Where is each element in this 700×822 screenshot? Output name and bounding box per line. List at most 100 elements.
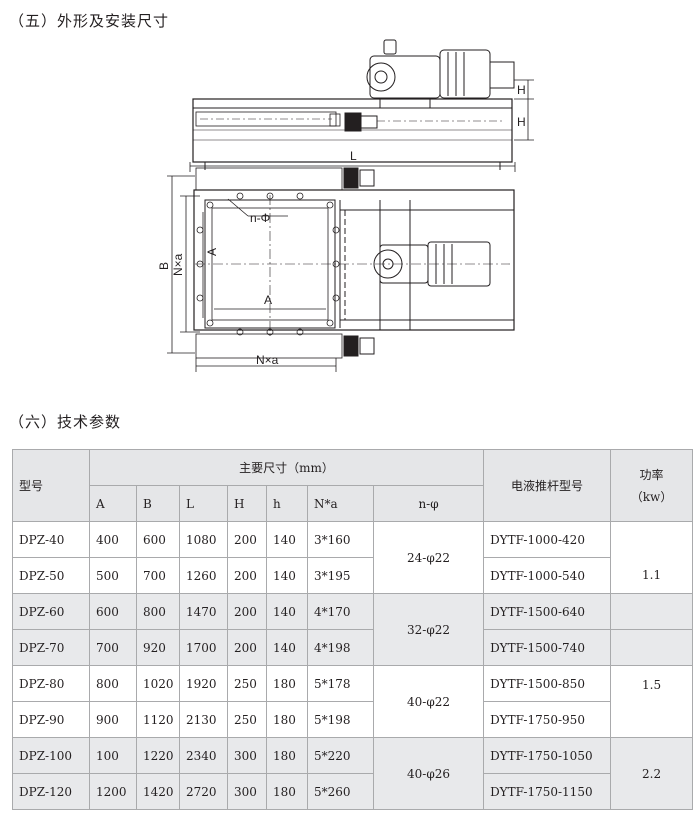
cell-h: 140 [266,629,308,666]
cell-B: 1220 [136,737,180,774]
cell-model: DPZ-50 [12,557,90,594]
cell-model: DPZ-100 [12,737,90,774]
dim-label-N-a-horizontal: N×a [256,353,279,367]
cell-B: 920 [136,629,180,666]
header-main-dims: 主要尺寸（mm） [88,449,485,486]
cell-model: DPZ-80 [12,665,90,702]
cell-L: 1700 [179,629,228,666]
cell-L: 1260 [179,557,228,594]
cell-actuator: DYTF-1750-1150 [483,773,612,810]
cell-L: 2720 [179,773,228,810]
header-col-Na: N*a [307,485,374,522]
cell-L: 2130 [179,701,228,738]
cell-model: DPZ-40 [12,521,90,558]
cell-power-empty [610,629,694,666]
cell-model: DPZ-70 [12,629,90,666]
cell-model: DPZ-90 [12,701,90,738]
cell-Na: 3*195 [307,557,374,594]
cell-h: 180 [266,701,308,738]
cell-Na: 4*170 [307,593,374,630]
cell-H: 200 [227,593,267,630]
header-col-B: B [136,485,180,522]
cell-power: 2.2 [610,737,694,810]
cell-n-phi: 24-φ22 [372,521,485,594]
cell-n-phi: 40-φ22 [372,665,485,738]
dim-label-H-upper: H [517,83,526,97]
table-row: DPZ-40 400 600 1080 200 140 3*160 24-φ22… [12,521,694,594]
table-row: DPZ-50 500 700 1260 200 140 3*195 DYTF-1… [12,557,693,594]
cell-A: 100 [89,737,137,774]
cell-actuator: DYTF-1000-420 [483,521,612,558]
dim-label-L: L [350,149,357,163]
cell-H: 200 [227,629,267,666]
cell-L: 1920 [179,665,228,702]
table-row: DPZ-60 600 800 1470 200 140 4*170 32-φ22… [12,593,694,666]
table-row: DPZ-120 1200 1420 2720 300 180 5*260 DYT… [12,773,693,810]
spec-table: 型号 主要尺寸（mm） 电液推杆型号 功率 （kw） A B L H h N*a… [12,449,694,810]
installation-drawing: H H L n-Φ B N×a A A N×a [157,39,534,372]
cell-actuator: DYTF-1750-1050 [483,737,612,774]
cell-Na: 4*198 [307,629,374,666]
table-row: DPZ-100 100 1220 2340 300 180 5*220 40-φ… [12,737,694,810]
header-col-n-phi: n-φ [372,485,485,522]
cell-actuator: DYTF-1500-740 [483,629,612,666]
cell-A: 800 [89,665,137,702]
dim-label-H-lower: H [517,115,526,129]
cell-model: DPZ-120 [12,773,90,810]
cell-A: 500 [89,557,137,594]
cell-h: 140 [266,557,308,594]
cell-power: 1.5 [610,665,694,738]
cell-H: 250 [227,701,267,738]
cell-L: 1470 [179,593,228,630]
cell-H: 250 [227,665,267,702]
cell-B: 1420 [136,773,180,810]
cell-h: 180 [266,737,308,774]
section-6-title: （六）技术参数 [9,413,122,431]
cell-Na: 5*220 [307,737,374,774]
cell-H: 200 [227,521,267,558]
cell-A: 400 [89,521,137,558]
cell-Na: 5*198 [307,701,374,738]
header-power: 功率 （kw） [610,449,694,522]
cell-actuator: DYTF-1500-850 [483,665,612,702]
cell-B: 1020 [136,665,180,702]
cell-H: 300 [227,773,267,810]
cell-h: 140 [266,521,308,558]
cell-h: 180 [266,665,308,702]
cell-h: 140 [266,593,308,630]
cell-B: 1120 [136,701,180,738]
cell-H: 200 [227,557,267,594]
cell-H: 300 [227,737,267,774]
cell-n-phi: 32-φ22 [372,593,485,666]
cell-power-empty [610,593,694,630]
dim-label-N-a-vertical: N×a [171,253,185,276]
dim-label-n-phi: n-Φ [250,211,270,225]
cell-model: DPZ-60 [12,593,90,630]
cell-h: 180 [266,773,308,810]
cell-L: 1080 [179,521,228,558]
table-row: DPZ-90 900 1120 2130 250 180 5*198 DYTF-… [12,701,693,738]
h-dimensions [514,79,534,141]
l-dimension [189,162,516,172]
cell-actuator: DYTF-1750-950 [483,701,612,738]
cell-B: 600 [136,521,180,558]
plan-view [193,167,515,359]
cell-actuator: DYTF-1500-640 [483,593,612,630]
cell-n-phi: 40-φ26 [372,737,485,810]
cell-A: 1200 [89,773,137,810]
cell-L: 2340 [179,737,228,774]
cell-Na: 5*178 [307,665,374,702]
cell-power: 1.1 [610,521,694,594]
header-col-h: h [266,485,308,522]
cell-A: 600 [89,593,137,630]
cell-Na: 3*160 [307,521,374,558]
cell-B: 700 [136,557,180,594]
dim-label-A-vertical: A [205,248,219,256]
cell-A: 900 [89,701,137,738]
dim-label-A-horizontal: A [264,293,272,307]
cell-B: 800 [136,593,180,630]
header-actuator: 电液推杆型号 [483,449,612,522]
cell-actuator: DYTF-1000-540 [483,557,612,594]
header-col-H: H [227,485,267,522]
table-row: DPZ-70 700 920 1700 200 140 4*198 DYTF-1… [12,629,694,666]
